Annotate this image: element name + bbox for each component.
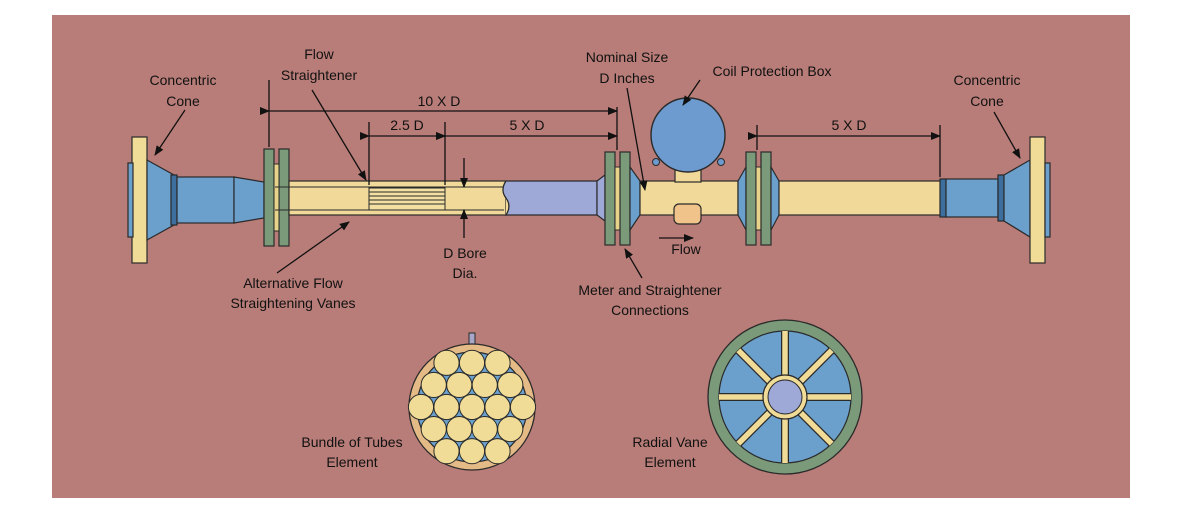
radial-vanes (719, 331, 851, 463)
label-concentric-cone-right-1: Concentric (954, 72, 1021, 88)
tube (446, 415, 473, 443)
label-flow-straightener-2: Straightener (281, 67, 358, 83)
tube (458, 349, 486, 376)
tube-bundle (407, 349, 537, 465)
label-dim-5xd-right: 5 X D (831, 117, 866, 133)
leader-meter-connections (624, 248, 643, 279)
tube (433, 393, 460, 421)
tube (407, 393, 435, 421)
label-meter-connections-1: Meter and Straightener (578, 282, 722, 298)
right-cone-ring (939, 178, 947, 218)
leader-cone-right (993, 111, 1021, 159)
background (52, 15, 1130, 498)
label-dim-2-5d: 2.5 D (390, 117, 423, 133)
coil-box-bolt-right (717, 158, 725, 166)
left-end-flange (131, 136, 148, 264)
meter-gasket (614, 166, 621, 231)
label-alt-vanes-1: Alternative Flow (243, 275, 343, 291)
straightener-inlet-flange-b (278, 148, 290, 247)
leader-flow-straightener (311, 89, 367, 181)
tube (420, 415, 447, 443)
tube (471, 415, 498, 443)
tube (484, 393, 511, 421)
label-concentric-cone-right-2: Cone (970, 93, 1004, 109)
downstream-pipe (778, 180, 942, 216)
label-alt-vanes-2: Straightening Vanes (230, 295, 355, 311)
label-d-bore-2: Dia. (453, 265, 478, 281)
tube (471, 371, 498, 399)
flow-meter-diagram: Concentric Cone Flow Straightener 10 X D… (52, 15, 1130, 498)
radial-vane (797, 348, 834, 385)
meter-outlet-gasket (755, 166, 762, 231)
right-flange-lip (1044, 162, 1051, 238)
meter-outlet-flange-a (745, 151, 757, 246)
coil-box-bolt-left (652, 158, 660, 166)
tube (509, 393, 537, 421)
tube (433, 349, 460, 376)
right-spool (945, 178, 999, 218)
tube (458, 438, 486, 465)
radial-vane (736, 348, 773, 385)
label-d-bore-1: D Bore (443, 245, 487, 261)
diagram-canvas: Concentric Cone Flow Straightener 10 X D… (52, 15, 1130, 498)
radial-vane (797, 409, 834, 446)
straightening-vanes (368, 187, 446, 211)
label-dim-5xd-mid: 5 X D (509, 117, 544, 133)
right-spool-ring (997, 174, 1005, 222)
label-nominal-size-2: D Inches (599, 70, 654, 86)
label-concentric-cone-left-1: Concentric (150, 72, 217, 88)
label-meter-connections-2: Connections (611, 302, 689, 318)
tube (497, 415, 524, 443)
label-bundle-tubes-1: Bundle of Tubes (301, 434, 402, 450)
leader-nominal-size (626, 87, 648, 191)
leader-cone-left (154, 109, 186, 156)
label-radial-vane-1: Radial Vane (632, 434, 707, 450)
tube (433, 438, 460, 465)
label-nominal-size-1: Nominal Size (586, 49, 669, 65)
leader-coil-box (682, 79, 701, 106)
left-cone-ring (170, 174, 178, 226)
tube (446, 371, 473, 399)
meter-flange-b (619, 151, 631, 246)
leader-alt-vanes (276, 221, 350, 274)
tube (497, 371, 524, 399)
tube (484, 438, 511, 465)
label-bundle-tubes-2: Element (326, 454, 377, 470)
straightener-inlet-gasket (273, 163, 280, 232)
label-radial-vane-2: Element (644, 454, 695, 470)
radial-vane-element (707, 319, 863, 475)
left-spool (176, 176, 235, 224)
tube (484, 349, 511, 376)
left-reducer (233, 176, 265, 224)
straightener-inlet-flange-a (263, 148, 275, 247)
tube (458, 393, 486, 421)
coil-protection-box (650, 97, 726, 173)
right-end-flange (1029, 136, 1046, 264)
tube (420, 371, 447, 399)
radial-vane (736, 409, 773, 446)
meter-run-bulge (596, 173, 606, 223)
bundle-of-tubes-element (407, 332, 537, 471)
label-coil-protection-box: Coil Protection Box (712, 63, 831, 79)
meter-run-section (502, 180, 598, 216)
meter-outlet-flange-b (760, 151, 772, 246)
label-concentric-cone-left-2: Cone (166, 93, 200, 109)
meter-bottom-boss (673, 203, 702, 225)
label-dim-10xd: 10 X D (418, 93, 461, 109)
left-flange-lip (127, 162, 134, 238)
label-flow-straightener-1: Flow (304, 46, 334, 62)
label-flow: Flow (671, 241, 701, 257)
meter-flange-a (604, 151, 616, 246)
